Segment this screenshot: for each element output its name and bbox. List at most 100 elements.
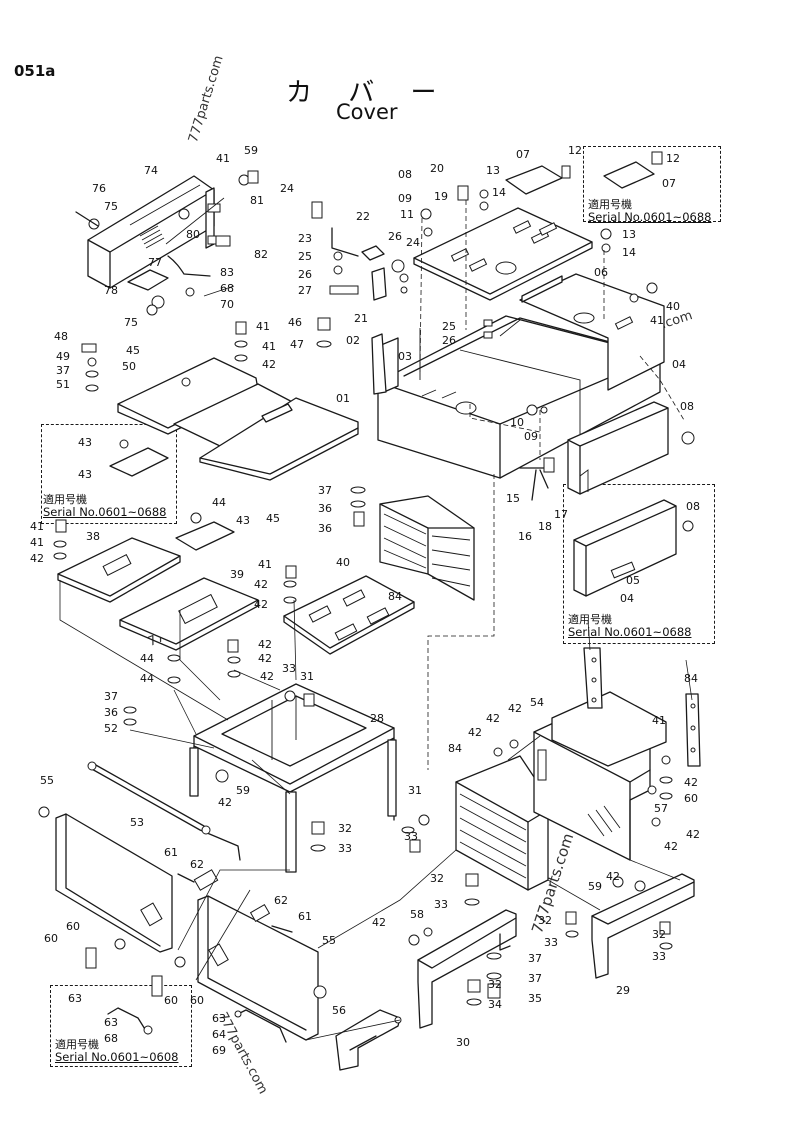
callout-78: 84	[448, 742, 462, 755]
part-83-hinge	[335, 1009, 402, 1071]
callout-27: 27	[298, 284, 312, 297]
part-21-27-bracket	[311, 201, 409, 301]
callout-55b: 52	[104, 722, 118, 735]
callout-12b: 12	[666, 152, 680, 165]
callout-23: 23	[298, 232, 312, 245]
part-66-rod	[107, 1007, 153, 1035]
callout-42k: 42	[606, 870, 620, 883]
callout-37d: 37	[528, 952, 542, 965]
callout-33d: 33	[434, 898, 448, 911]
callout-37: 37	[56, 364, 70, 377]
part-57-lower-door	[197, 895, 319, 1041]
part-79-rod	[87, 761, 241, 861]
callout-29: 29	[616, 984, 630, 997]
callout-68: 70	[220, 298, 234, 311]
callout-25b: 25	[442, 320, 456, 333]
callout-17: 17	[554, 508, 568, 521]
part-38-plate	[57, 537, 181, 603]
callout-31: 31	[300, 670, 314, 683]
callout-33c: 33	[338, 842, 352, 855]
callout-42e: 42	[254, 578, 268, 591]
callout-71: 76	[92, 182, 106, 195]
callout-32c: 32	[538, 914, 552, 927]
part-39-plate	[119, 577, 259, 651]
callout-44b: 43	[236, 514, 250, 527]
callout-06: 06	[594, 266, 608, 279]
callout-36: 36	[318, 502, 332, 515]
callout-13b: 13	[622, 228, 636, 241]
callout-53: 49	[56, 350, 70, 363]
callout-33b: 33	[404, 830, 418, 843]
callout-15: 15	[506, 492, 520, 505]
part-06-top-plate	[413, 161, 655, 301]
callout-59: 55	[40, 774, 54, 787]
callout-42h: 42	[486, 712, 500, 725]
part-04-05-right-cover-variant	[573, 499, 694, 597]
callout-26b: 26	[388, 230, 402, 243]
callout-56: 53	[130, 816, 144, 829]
callout-62b: 60	[164, 994, 178, 1007]
callout-42l: 42	[372, 916, 386, 929]
callout-34: 35	[528, 992, 542, 1005]
callout-68: 68	[104, 1032, 118, 1045]
callout-09: 09	[398, 192, 412, 205]
callout-08b: 08	[680, 400, 694, 413]
callout-26: 26	[298, 268, 312, 281]
callout-42d: 41	[30, 536, 44, 549]
callout-49: 45	[266, 512, 280, 525]
callout-70b: 75	[124, 316, 138, 329]
callout-61b: 60	[190, 994, 204, 1007]
callout-08c: 08	[686, 500, 700, 513]
part-77-grille	[379, 495, 475, 601]
callout-43c: 42	[254, 598, 268, 611]
callout-62: 60	[44, 932, 58, 945]
callout-08: 08	[398, 168, 412, 181]
callout-57: 55	[322, 934, 336, 947]
callout-32d: 32	[652, 928, 666, 941]
callout-47: 44	[140, 672, 154, 685]
callout-18: 18	[538, 520, 552, 533]
callout-43d: 42	[260, 670, 274, 683]
callout-41c: 41	[30, 520, 44, 533]
callout-43: 42	[262, 358, 276, 371]
part-40-plate	[283, 575, 415, 655]
callout-28: 28	[370, 712, 384, 725]
callout-04: 04	[672, 358, 686, 371]
callout-68b: 69	[212, 1044, 226, 1057]
callout-72: 77	[148, 256, 162, 269]
callout-20: 20	[430, 162, 444, 175]
callout-60d: 59	[588, 880, 602, 893]
callout-60b: 59	[236, 784, 250, 797]
callout-61: 60	[66, 920, 80, 933]
callout-60c: 60	[684, 792, 698, 805]
serial-box-bottom-left	[50, 985, 192, 1067]
callout-30: 30	[456, 1036, 470, 1049]
callout-35: 36	[318, 522, 332, 535]
serial-box-left	[41, 424, 177, 524]
callout-42b: 41	[650, 314, 664, 327]
callout-75: 81	[250, 194, 264, 207]
callout-36c: 37	[528, 972, 542, 985]
callout-67: 68	[220, 282, 234, 295]
callout-41f: 42	[508, 702, 522, 715]
callout-41: 40	[666, 300, 680, 313]
callout-63b: 61	[298, 910, 312, 923]
part-44-45-small-plate	[109, 439, 235, 551]
callout-80: 84	[684, 672, 698, 685]
callout-numbers: 76 75 74 41 59 81 80 82 77 83 68 78 70 7…	[30, 144, 700, 1057]
part-49-floor-cover	[199, 397, 359, 481]
part-29-bracket	[591, 873, 695, 979]
title-english: Cover	[336, 100, 398, 124]
part-58-82-shroud	[533, 691, 667, 861]
callout-67b: 64	[212, 1028, 226, 1041]
page-number: 051a	[14, 62, 56, 80]
callout-76: 83	[220, 266, 234, 279]
callout-64: 62	[190, 858, 204, 871]
callout-33g: 34	[488, 998, 502, 1011]
part-61-65-latches	[85, 869, 327, 999]
